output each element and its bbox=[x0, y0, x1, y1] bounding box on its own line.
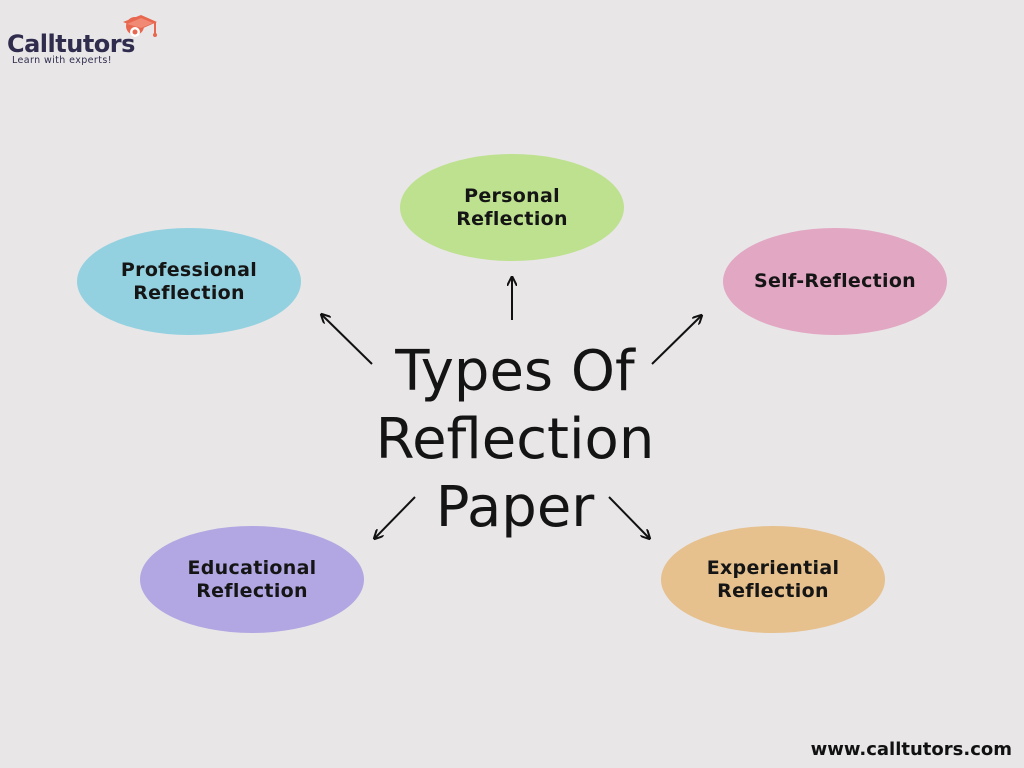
arrow-to-educational bbox=[375, 496, 416, 538]
calltutors-logo: Calltutors Learn with experts! bbox=[7, 12, 167, 72]
node-self-reflection: Self-Reflection bbox=[723, 228, 947, 335]
node-professional-reflection: Professional Reflection bbox=[77, 228, 301, 335]
node-personal-reflection: Personal Reflection bbox=[400, 154, 624, 261]
node-label: Professional Reflection bbox=[120, 258, 258, 304]
node-label: Self-Reflection bbox=[753, 270, 917, 292]
diagram-title: Types Of Reflection Paper bbox=[375, 339, 655, 540]
node-educational-reflection: Educational Reflection bbox=[140, 526, 364, 633]
node-label: Educational Reflection bbox=[187, 556, 317, 602]
node-label: Experiential Reflection bbox=[706, 556, 840, 602]
node-experiential-reflection: Experiential Reflection bbox=[661, 526, 885, 633]
footer-url: www.calltutors.com bbox=[810, 739, 1012, 760]
logo-name: Calltutors bbox=[7, 30, 135, 58]
logo-tagline: Learn with experts! bbox=[12, 55, 112, 66]
graduation-cap-icon bbox=[123, 15, 157, 37]
arrow-to-self bbox=[651, 316, 701, 365]
arrow-to-experiential bbox=[608, 496, 649, 538]
node-label: Personal Reflection bbox=[456, 184, 568, 230]
arrow-to-professional bbox=[322, 315, 373, 365]
